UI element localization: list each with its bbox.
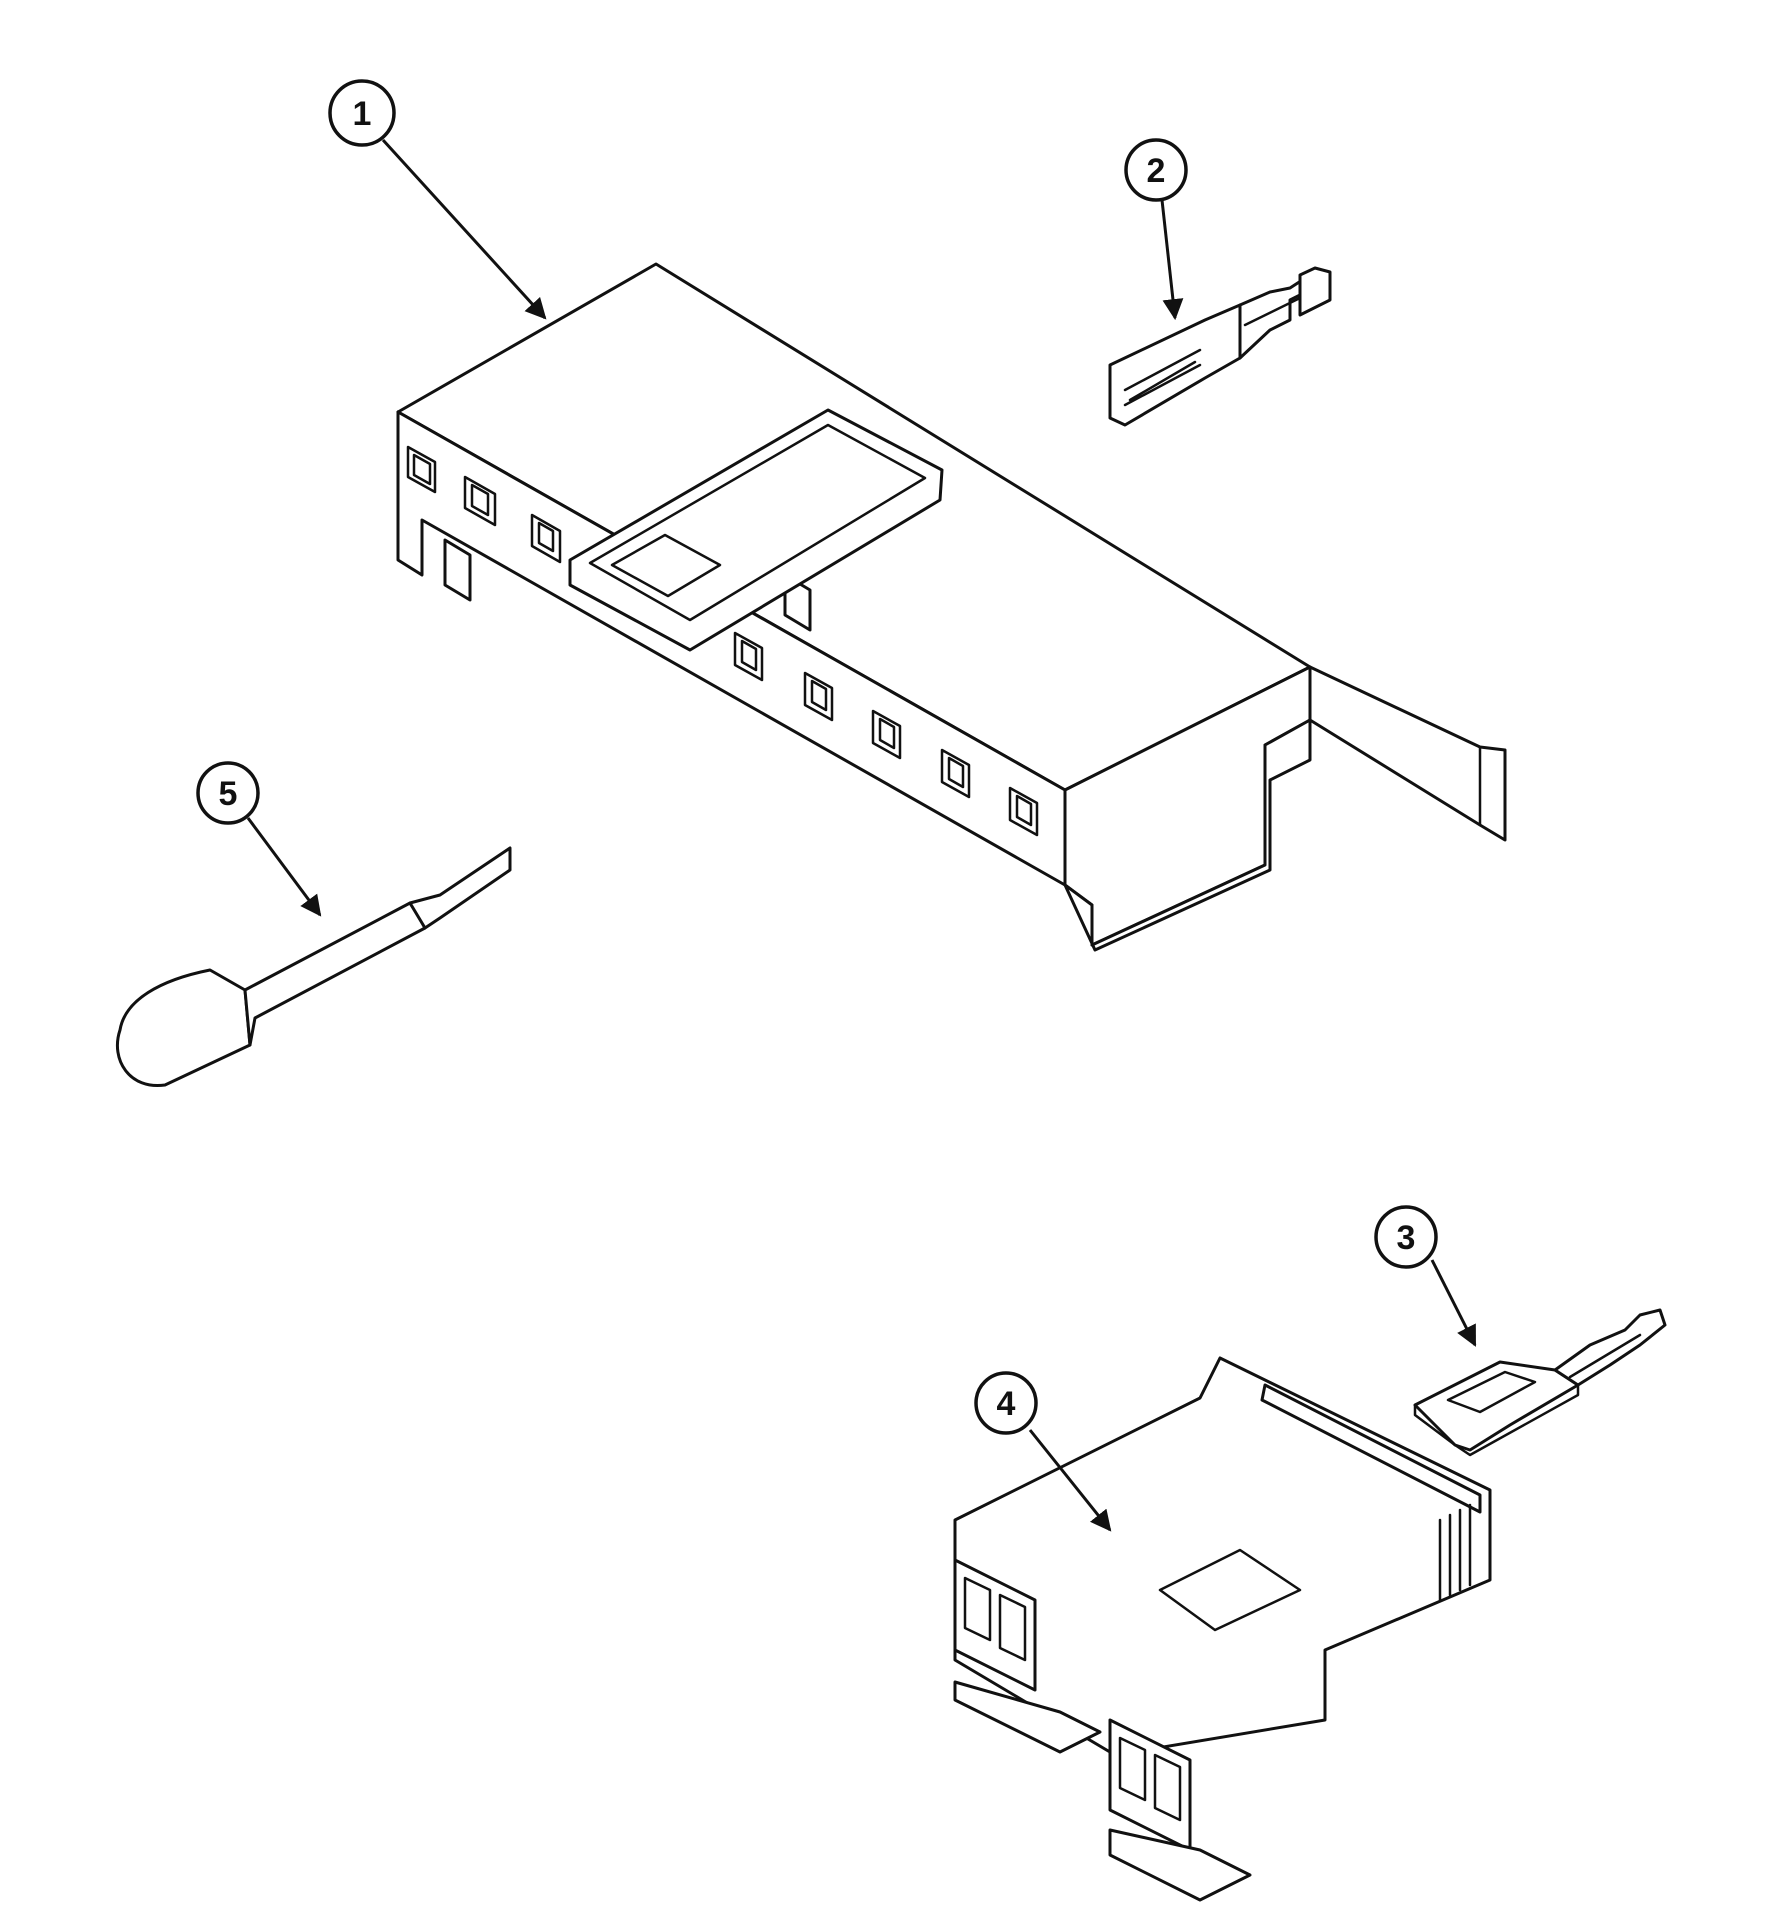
part-2-terminal: [1108, 266, 1332, 427]
callout-5: 5: [196, 761, 322, 917]
callout-2-circle: [1124, 138, 1188, 202]
callout-3: 3: [1374, 1205, 1477, 1347]
leader-arrow-5: [246, 817, 322, 917]
callout-3-circle: [1374, 1205, 1438, 1269]
part-5-extraction-tool: [115, 846, 512, 1088]
callout-3-number: 3: [1397, 1219, 1416, 1257]
callout-4-circle: [974, 1371, 1038, 1435]
callout-4: 4: [974, 1371, 1112, 1532]
leader-arrow-1: [381, 138, 547, 320]
part-1-connector-housing: [396, 262, 1507, 952]
callout-2: 2: [1124, 138, 1188, 321]
callout-1-circle: [328, 79, 396, 147]
part-3-terminal: [1413, 1308, 1667, 1457]
leader-arrow-4: [1028, 1429, 1112, 1532]
callout-2-number: 2: [1147, 152, 1166, 190]
callout-5-number: 5: [219, 775, 238, 813]
leader-arrow-2: [1160, 199, 1184, 321]
callout-1: 1: [328, 79, 547, 320]
callout-4-number: 4: [997, 1385, 1016, 1423]
callout-5-circle: [196, 761, 260, 825]
connector-cavities: [406, 445, 1039, 837]
part-4-plug-housing: [953, 1356, 1492, 1902]
leader-arrow-3: [1430, 1259, 1477, 1347]
callout-1-number: 1: [353, 95, 372, 133]
